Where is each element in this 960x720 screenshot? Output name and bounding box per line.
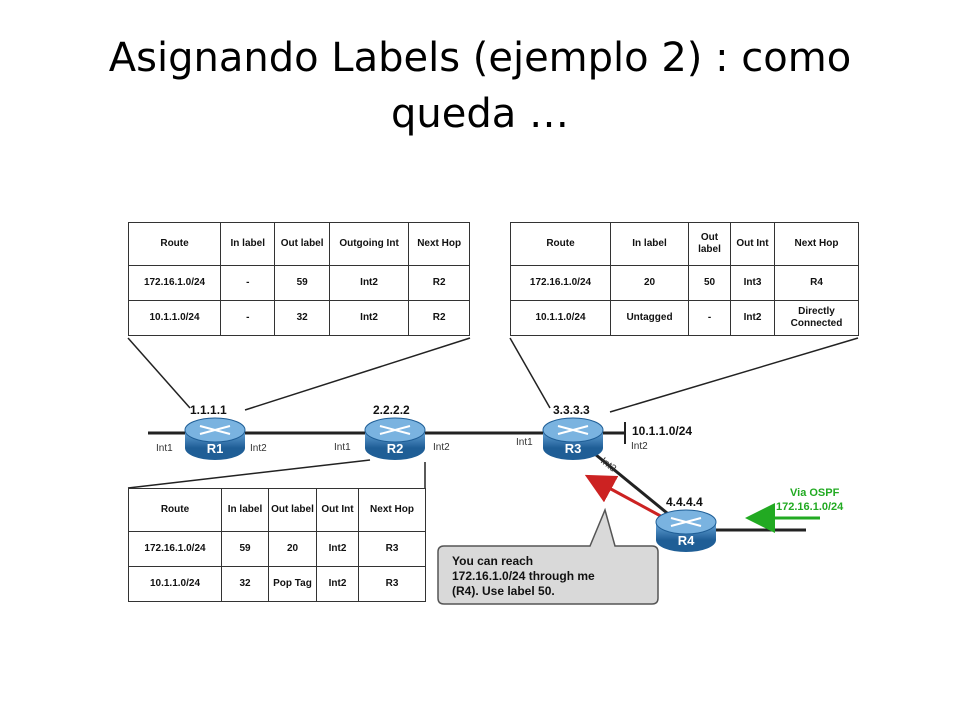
cell: 172.16.1.0/24 bbox=[127, 265, 222, 301]
cell: 20 bbox=[610, 265, 689, 301]
col-in-label: In label bbox=[610, 222, 689, 266]
cell: Int3 bbox=[730, 265, 775, 301]
cell: 172.16.1.0/24 bbox=[128, 531, 222, 567]
ospf-label-line-2: 172.16.1.0/24 bbox=[776, 501, 844, 513]
router-r4: R4 bbox=[655, 509, 717, 552]
cell: - bbox=[220, 265, 276, 301]
cell: 32 bbox=[274, 300, 330, 336]
col-in-label: In label bbox=[220, 222, 276, 266]
cell: Directly Connected bbox=[774, 300, 859, 336]
table-row: 10.1.1.0/24 - 32 Int2 R2 bbox=[127, 300, 470, 336]
callout-line-1: You can reach bbox=[452, 554, 533, 568]
r3-int1-label: Int1 bbox=[516, 437, 533, 448]
col-route: Route bbox=[128, 488, 222, 532]
cell: Pop Tag bbox=[268, 566, 317, 602]
callout-bubble bbox=[437, 507, 659, 605]
r3-int2-label: Int2 bbox=[631, 441, 648, 452]
r2-int1-label: Int1 bbox=[334, 442, 351, 453]
col-out-int: Out Int bbox=[730, 222, 775, 266]
r3-label-table: Route In label Out label Out Int Next Ho… bbox=[510, 222, 859, 336]
table-header-row: Route In label Out label Out Int Next Ho… bbox=[128, 488, 426, 532]
cell: 50 bbox=[688, 265, 731, 301]
router-r3-id: 3.3.3.3 bbox=[553, 403, 590, 417]
callout-line-3: (R4). Use label 50. bbox=[452, 584, 555, 598]
col-in-label: In label bbox=[221, 488, 269, 532]
cell: R3 bbox=[358, 566, 426, 602]
cell: - bbox=[220, 300, 276, 336]
col-route: Route bbox=[510, 222, 611, 266]
table-row: 172.16.1.0/24 20 50 Int3 R4 bbox=[510, 265, 859, 301]
r1-int2-label: Int2 bbox=[250, 443, 267, 454]
cell: 10.1.1.0/24 bbox=[127, 300, 222, 336]
router-r3: R3 bbox=[542, 417, 604, 460]
r1-label-table: Route In label Out label Outgoing Int Ne… bbox=[127, 222, 470, 336]
col-next-hop: Next Hop bbox=[774, 222, 859, 266]
table-row: 172.16.1.0/24 59 20 Int2 R3 bbox=[128, 531, 426, 567]
cell: 10.1.1.0/24 bbox=[128, 566, 222, 602]
cell: 10.1.1.0/24 bbox=[510, 300, 611, 336]
cell: Int2 bbox=[328, 265, 410, 301]
cell: 59 bbox=[274, 265, 330, 301]
router-r4-id: 4.4.4.4 bbox=[666, 495, 703, 509]
cell: - bbox=[688, 300, 731, 336]
r1-int1-label: Int1 bbox=[156, 443, 173, 454]
r2-label-table: Route In label Out label Out Int Next Ho… bbox=[128, 488, 426, 602]
table-header-row: Route In label Out label Outgoing Int Ne… bbox=[127, 222, 470, 266]
table-row: 10.1.1.0/24 32 Pop Tag Int2 R3 bbox=[128, 566, 426, 602]
callout-line-2: 172.16.1.0/24 through me bbox=[452, 569, 595, 583]
cell: R4 bbox=[774, 265, 859, 301]
router-r1: R1 bbox=[184, 417, 246, 460]
table-connectors bbox=[127, 337, 859, 489]
router-r3-name: R3 bbox=[565, 441, 582, 456]
router-r4-name: R4 bbox=[678, 533, 695, 548]
router-r1-name: R1 bbox=[207, 441, 224, 456]
cell: Int2 bbox=[328, 300, 410, 336]
cell: R2 bbox=[408, 300, 470, 336]
router-r1-id: 1.1.1.1 bbox=[190, 403, 227, 417]
cell: 172.16.1.0/24 bbox=[510, 265, 611, 301]
cell: R3 bbox=[358, 531, 426, 567]
router-r2-id: 2.2.2.2 bbox=[373, 403, 410, 417]
col-next-hop: Next Hop bbox=[358, 488, 426, 532]
router-r2: R2 bbox=[364, 417, 426, 460]
cell: Int2 bbox=[730, 300, 775, 336]
col-out-int: Out Int bbox=[316, 488, 359, 532]
router-r2-name: R2 bbox=[387, 441, 404, 456]
label-advert-arrow bbox=[584, 474, 669, 522]
cell: R2 bbox=[408, 265, 470, 301]
cell: Untagged bbox=[610, 300, 689, 336]
col-out-label: Out label bbox=[274, 222, 330, 266]
cell: 20 bbox=[268, 531, 317, 567]
cell: 32 bbox=[221, 566, 269, 602]
table-header-row: Route In label Out label Out Int Next Ho… bbox=[510, 222, 859, 266]
col-out-label: Out label bbox=[268, 488, 317, 532]
network-label: 10.1.1.0/24 bbox=[632, 424, 692, 438]
r2-int2-label: Int2 bbox=[433, 442, 450, 453]
cell: Int2 bbox=[316, 566, 359, 602]
col-next-hop: Next Hop bbox=[408, 222, 470, 266]
col-out-label: Out label bbox=[688, 222, 731, 266]
col-route: Route bbox=[127, 222, 222, 266]
cell: Int2 bbox=[316, 531, 359, 567]
table-row: 172.16.1.0/24 - 59 Int2 R2 bbox=[127, 265, 470, 301]
col-outgoing-int: Outgoing Int bbox=[328, 222, 410, 266]
cell: 59 bbox=[221, 531, 269, 567]
table-row: 10.1.1.0/24 Untagged - Int2 Directly Con… bbox=[510, 300, 859, 336]
ospf-label-line-1: Via OSPF bbox=[790, 487, 840, 499]
slide-title: Asignando Labels (ejemplo 2) : como qued… bbox=[108, 35, 852, 137]
